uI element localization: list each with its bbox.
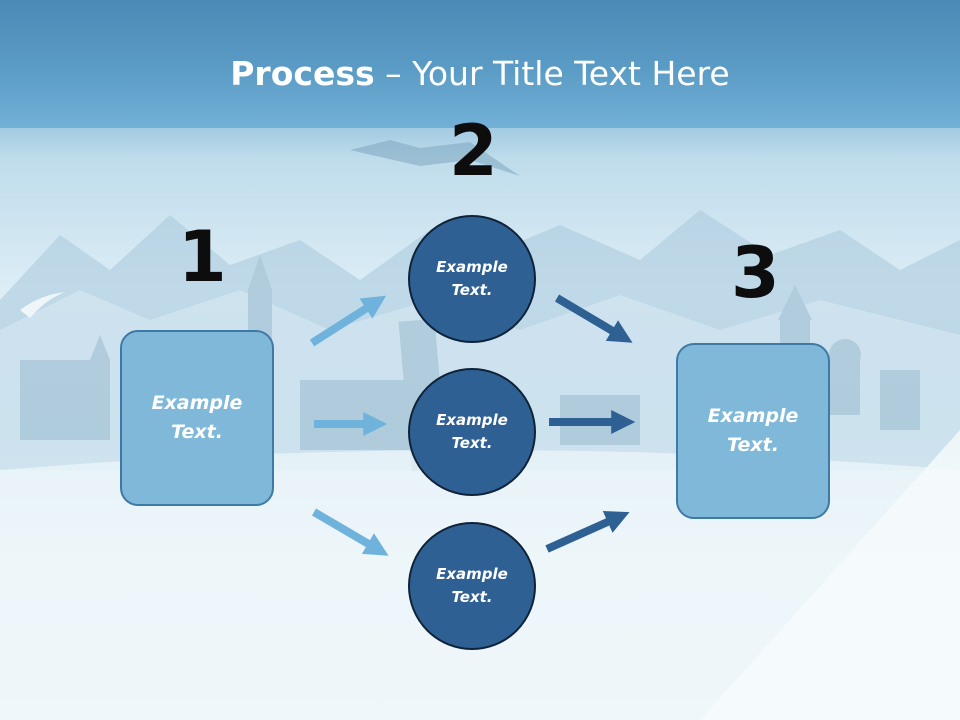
title-band <box>0 0 960 128</box>
step-3-label: Example Text. <box>707 405 799 456</box>
step-1-box: Example Text. <box>120 330 274 506</box>
arrow-right-icon <box>554 294 633 343</box>
step-2-circle-bottom: Example Text. <box>408 522 536 650</box>
arrow-right-icon <box>309 295 387 347</box>
step-1-label: Example Text. <box>151 392 243 443</box>
title-rest: – Your Title Text Here <box>374 54 730 93</box>
step-2-circle-middle: Example Text. <box>408 368 536 496</box>
step-2-item-1-label: Example Text. <box>436 258 508 299</box>
step-1-number: 1 <box>178 216 227 298</box>
step-3-number: 3 <box>731 232 780 314</box>
arrow-right-icon <box>545 510 630 553</box>
step-2-item-2-label: Example Text. <box>436 411 508 452</box>
arrow-right-icon <box>311 508 389 556</box>
slide-title: Process – Your Title Text Here <box>0 54 960 94</box>
step-3-box: Example Text. <box>676 343 830 519</box>
step-2-circle-top: Example Text. <box>408 215 536 343</box>
title-bold: Process <box>230 54 375 93</box>
step-2-item-3-label: Example Text. <box>436 565 508 606</box>
step-2-number: 2 <box>449 110 498 192</box>
